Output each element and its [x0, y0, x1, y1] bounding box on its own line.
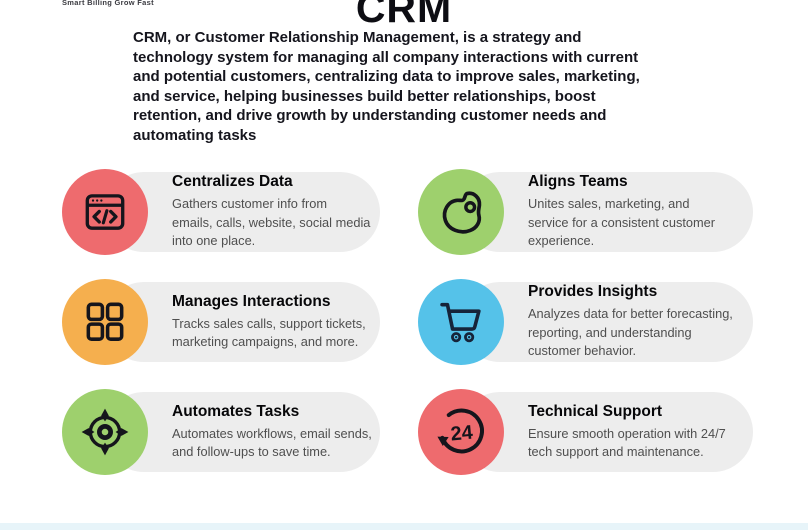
- bottom-accent-strip: [0, 523, 808, 530]
- card-pill-background: [104, 392, 380, 472]
- page-title: CRM: [355, 0, 453, 31]
- card-title: Technical Support: [528, 402, 663, 420]
- icon-circle: [62, 389, 148, 475]
- feature-card: Aligns Teams Unites sales, marketing, an…: [418, 169, 758, 255]
- icon-circle: [418, 279, 504, 365]
- icon-circle: 24: [418, 389, 504, 475]
- feature-card: 24 Technical Support Ensure smooth opera…: [418, 389, 758, 475]
- icon-circle: [418, 169, 504, 255]
- card-pill-background: [104, 172, 380, 252]
- card-text: Technical Support Ensure smooth operatio…: [528, 389, 746, 475]
- card-text: Automates Tasks Automates workflows, ema…: [172, 389, 390, 475]
- palette-icon: [442, 191, 482, 234]
- code-window-icon: [85, 194, 125, 230]
- card-description: Analyzes data for better forecasting, re…: [528, 306, 733, 359]
- card-text: Aligns Teams Unites sales, marketing, an…: [528, 169, 746, 255]
- feature-card: Centralizes Data Gathers customer info f…: [62, 169, 402, 255]
- card-text: Provides Insights Analyzes data for bett…: [528, 279, 746, 365]
- card-description: Ensure smooth operation with 24/7 tech s…: [528, 425, 726, 460]
- card-text: Centralizes Data Gathers customer info f…: [172, 169, 390, 255]
- card-title: Manages Interactions: [172, 292, 331, 310]
- card-title: Provides Insights: [528, 283, 658, 301]
- feature-card: Provides Insights Analyzes data for bett…: [418, 279, 758, 365]
- card-description: Gathers customer info from emails, calls…: [172, 196, 371, 249]
- card-pill-background: [460, 392, 753, 472]
- card-pill-background: [104, 282, 380, 362]
- icon-circle: [62, 279, 148, 365]
- card-pill-background: [460, 282, 753, 362]
- feature-card: Automates Tasks Automates workflows, ema…: [62, 389, 402, 475]
- grid-icon: [86, 302, 124, 341]
- card-title: Centralizes Data: [172, 173, 293, 191]
- target-icon: [81, 408, 129, 456]
- card-description: Automates workflows, email sends, and fo…: [172, 425, 372, 460]
- card-description: Unites sales, marketing, and service for…: [528, 196, 716, 249]
- card-title: Aligns Teams: [528, 173, 628, 191]
- card-text: Manages Interactions Tracks sales calls,…: [172, 279, 390, 365]
- card-pill-background: [460, 172, 753, 252]
- feature-card: Manages Interactions Tracks sales calls,…: [62, 279, 402, 365]
- 24-hours-icon: 24: [437, 408, 484, 454]
- card-description: Tracks sales calls, support tickets, mar…: [172, 315, 366, 350]
- intro-paragraph: CRM, or Customer Relationship Management…: [133, 29, 640, 144]
- card-title: Automates Tasks: [172, 402, 300, 420]
- svg-text:24: 24: [450, 422, 474, 446]
- shopping-cart-icon: [440, 302, 481, 343]
- icon-circle: [62, 169, 148, 255]
- logo-tagline: Smart Billing Grow Fast: [62, 0, 154, 7]
